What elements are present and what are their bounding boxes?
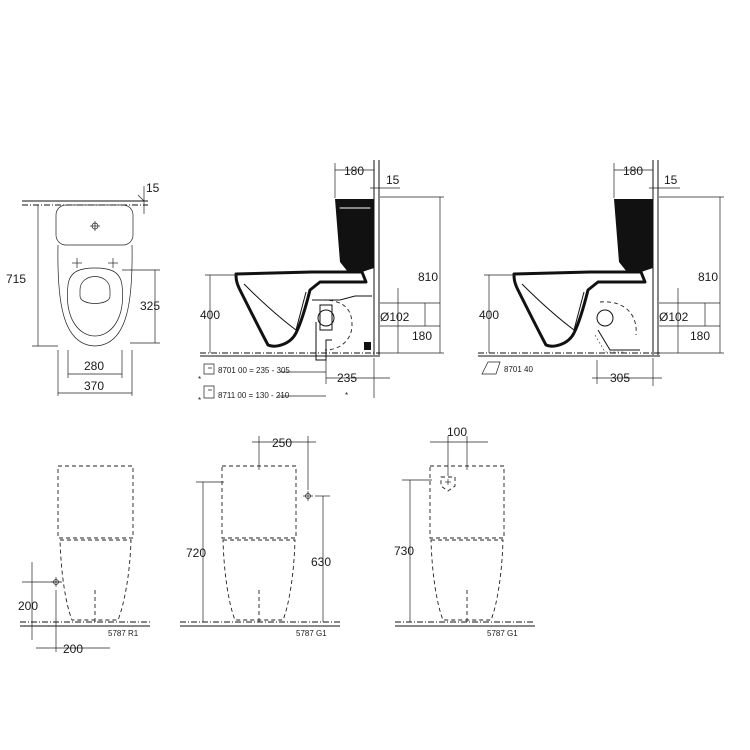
dim-180-bottom-1: 180 [412, 329, 432, 343]
dim-250: 250 [272, 436, 292, 450]
connector-icon-3 [481, 361, 501, 375]
side-view-1: 180 15 810 400 Ø102 180 235 * 8701 00 = … [198, 160, 444, 405]
dim-diameter-102-1: Ø102 [380, 310, 410, 324]
dim-715: 715 [6, 272, 26, 286]
tank-outline-front-2 [221, 465, 297, 539]
supply-point-icon-3 [445, 479, 451, 485]
dim-400-2: 400 [479, 308, 499, 322]
dim-810-1: 810 [418, 270, 438, 284]
hinge-mark-left-icon [72, 258, 82, 268]
tank-outline-front-1 [57, 465, 134, 539]
outlet-pipe [315, 299, 353, 361]
cistern-section-2 [614, 199, 653, 272]
dim-235: 235 [337, 371, 357, 385]
front-view-2: 250 720 630 5787 G1 [180, 436, 340, 638]
star-mark-1: * [198, 375, 201, 384]
star-mark-2: * [198, 396, 201, 405]
bowl-opening-top [79, 276, 111, 304]
dim-730: 730 [394, 544, 414, 558]
bowl-section-2 [512, 270, 647, 348]
dim-280: 280 [84, 359, 104, 373]
dim-180-top-1: 180 [344, 164, 364, 178]
top-view: 15 715 325 280 370 [6, 181, 160, 396]
dim-180-top-2: 180 [623, 164, 643, 178]
dim-325: 325 [140, 299, 160, 313]
dim-720: 720 [186, 546, 206, 560]
dim-810-2: 810 [698, 270, 718, 284]
star-mark-3: * [345, 391, 348, 400]
model-5787-g1-a: 5787 G1 [296, 629, 327, 638]
dim-400-1: 400 [200, 308, 220, 322]
dim-diameter-102-2: Ø102 [659, 310, 689, 324]
hinge-mark-right-icon [108, 258, 118, 268]
note-8701-40: 8701 40 [504, 365, 533, 374]
outlet-pipe-2 [594, 301, 640, 353]
note-8711-00: 8711 00 = 130 - 210 [218, 391, 290, 400]
dim-15-top: 15 [146, 181, 160, 195]
tank-outline-front-3 [429, 465, 505, 539]
dim-100: 100 [447, 425, 467, 439]
tank-outline-top [55, 204, 134, 246]
connector-icon-2 [203, 385, 215, 399]
note-8701-00: 8701 00 = 235 - 305 [218, 366, 290, 375]
connector-icon-1 [203, 363, 215, 375]
dim-305: 305 [610, 371, 630, 385]
bowl-outline-top [57, 244, 133, 347]
dim-180-bottom-2: 180 [690, 329, 710, 343]
dim-15-side-2: 15 [664, 173, 678, 187]
dim-200-width: 200 [63, 642, 83, 656]
dim-15-side-1: 15 [386, 173, 400, 187]
side-view-2: 180 15 810 400 Ø102 180 305 8701 40 [478, 160, 724, 386]
front-view-3: 100 730 5787 G1 [394, 425, 535, 638]
seat-outline-top [67, 267, 123, 337]
flush-button-icon [90, 221, 100, 231]
model-5787-r1: 5787 R1 [108, 629, 139, 638]
supply-point-icon-2 [303, 491, 313, 501]
cistern-section [335, 199, 374, 272]
front-view-1: 200 200 5787 R1 [18, 465, 150, 656]
dim-630: 630 [311, 555, 331, 569]
model-5787-g1-b: 5787 G1 [487, 629, 518, 638]
bowl-outline-front-1 [59, 539, 132, 621]
dim-370: 370 [84, 379, 104, 393]
bowl-section [234, 270, 368, 348]
dim-200-height: 200 [18, 599, 38, 613]
